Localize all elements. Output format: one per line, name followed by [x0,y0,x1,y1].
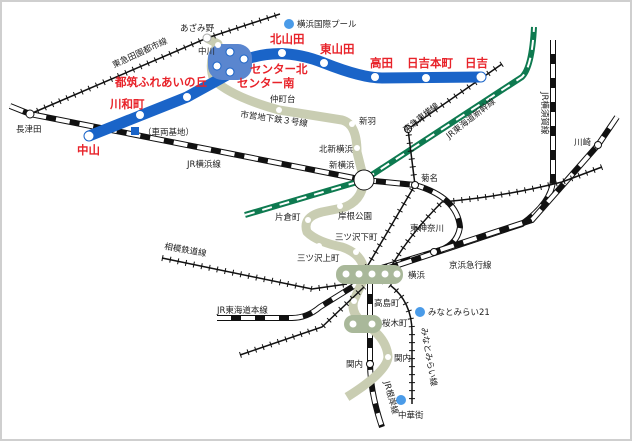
station-katakuracho[interactable] [305,217,311,223]
station-kitayamata[interactable] [277,48,287,58]
depot-marker-icon [131,127,139,135]
minatomirai21-marker-icon [415,307,425,317]
ticked-lines [28,11,604,404]
station-kishinekoen[interactable] [337,203,343,209]
label-center-kita: センター北 [250,62,308,76]
sotetsu-ticks [161,255,348,293]
blue-line-stations [83,44,487,142]
label-yokosuka: JR横須賀線 [539,91,550,135]
label-hiyoshi-honcho: 日吉本町 [407,56,453,70]
station-kawawacho[interactable] [135,110,145,120]
label-nippa: 新羽 [359,116,376,127]
label-nagatsuta: 長津田 [16,124,42,135]
label-shinyokohama: 新横浜 [329,160,355,171]
label-kawasaki: 川崎 [574,137,592,148]
label-takata: 高田 [370,56,393,70]
station-center-minami[interactable] [225,67,235,77]
label-sotetsu: 相模鉄道線 [163,241,207,259]
station-nagatsuta[interactable] [25,109,35,119]
station-nakayama[interactable] [83,130,95,142]
chukagai-marker-icon [396,395,406,405]
keikyu-line [381,166,603,285]
shinkansen-line [244,26,537,218]
yokohama-platform-dot [342,270,350,278]
label-keikyu: 京浜急行線 [449,260,492,271]
station-takashimacho[interactable] [351,298,357,304]
station-mitsuzawashimo[interactable] [353,249,359,255]
pool-marker-icon [284,19,294,29]
other-stations [25,33,602,368]
label-tsuzuki-fureai: 都筑ふれあいの丘 [114,75,207,89]
station-higashiyamata[interactable] [319,58,329,68]
station-higashikanagawa[interactable] [430,248,438,256]
station-kannai-jr[interactable] [366,360,374,368]
jr-tokaido-main-line [217,281,359,321]
yokohama-platform-dot [355,270,363,278]
station-center-minami-a[interactable] [212,61,222,71]
label-chukagai: 中華街 [398,410,424,421]
label-minatomirai21: みなとみらい21 [428,308,490,318]
label-mitsuzawakami: 三ツ沢上町 [297,253,340,264]
label-kishinekoen: 岸根公園 [338,211,372,222]
station-labels: 長津田 あざみ野 中川 仲町台 新羽 北新横浜 新横浜 菊名 川崎 東神奈川 岸… [16,19,592,421]
label-nakayama: 中山 [77,143,100,157]
label-hiyoshi: 日吉 [465,56,488,70]
keikyu-south-line [239,286,365,356]
station-mitsuzawakami[interactable] [316,243,322,249]
station-center-kita[interactable] [239,54,249,64]
line-labels: 東急田園都市線 JR横浜線 市営地下鉄３号線 東急東横線 JR東海道新幹線 JR… [111,35,550,416]
yokohama-platform-dot [393,270,401,278]
label-kikuna: 菊名 [421,173,438,184]
blue-line-labels: 中山 川和町 都筑ふれあいの丘 センター南 センター北 北山田 東山田 高田 日… [77,32,488,157]
sakuragicho-station-block[interactable] [344,315,382,333]
yokohama-platform-dot [381,270,389,278]
station-shinyokohama[interactable] [353,169,375,191]
station-kikuna[interactable] [411,181,419,189]
label-higashiyamata: 東山田 [320,42,355,56]
station-center-kita-a[interactable] [225,47,235,57]
station-toyoko-node [404,125,412,133]
station-nakagawa[interactable] [215,42,221,48]
label-takashimacho: 高島町 [374,298,400,309]
label-pool: 横浜国際プール [297,19,357,30]
jr-yokohama-line [8,103,464,277]
label-depot: （車両基地） [143,127,194,138]
toyoko-line [363,63,503,273]
label-yokohama: 横浜 [408,270,426,281]
label-kannai-jr: 関内 [346,359,363,370]
label-shinkansen: JR東海道新幹線 [443,96,498,142]
station-kitashinyokohama[interactable] [354,145,360,151]
station-tsuzuki-fureai[interactable] [182,92,192,102]
station-takata[interactable] [370,72,380,82]
yokohama-platform-dot [368,270,376,278]
label-center-minami: センター南 [237,76,295,90]
label-kitashinyokohama: 北新横浜 [319,144,354,155]
label-tokaido: JR東海道本線 [216,305,268,316]
label-kitayamata: 北山田 [270,32,305,46]
station-hiyoshi-honcho[interactable] [421,73,431,83]
label-kannai-subway: 関内 [394,353,411,364]
station-nippa[interactable] [349,121,355,127]
sakuragicho-platform-dot [368,320,376,328]
label-nakamachidai: 仲町台 [270,94,296,105]
station-kannai-subway[interactable] [385,354,391,360]
label-azamino: あざみ野 [180,23,215,34]
sakuragicho-platform-dot [349,320,357,328]
minatomirai-line [389,284,413,404]
station-nakamachidai[interactable] [276,107,282,113]
label-minatomirai-line: みなとみらい線 [418,327,439,388]
label-kawawacho: 川和町 [109,97,145,111]
station-hiyoshi[interactable] [475,71,487,83]
station-kawasaki[interactable] [594,141,602,149]
label-katakuracho: 片倉町 [275,212,301,223]
center-cluster [208,44,252,80]
label-higashikanagawa: 東神奈川 [410,223,444,234]
station-azamino[interactable] [202,33,212,43]
label-jr-yokohama: JR横浜線 [186,159,221,170]
label-mitsuzawashimo: 三ツ沢下町 [335,232,378,243]
label-nakagawa: 中川 [198,46,215,57]
label-sakuragicho: 桜木町 [382,318,408,329]
